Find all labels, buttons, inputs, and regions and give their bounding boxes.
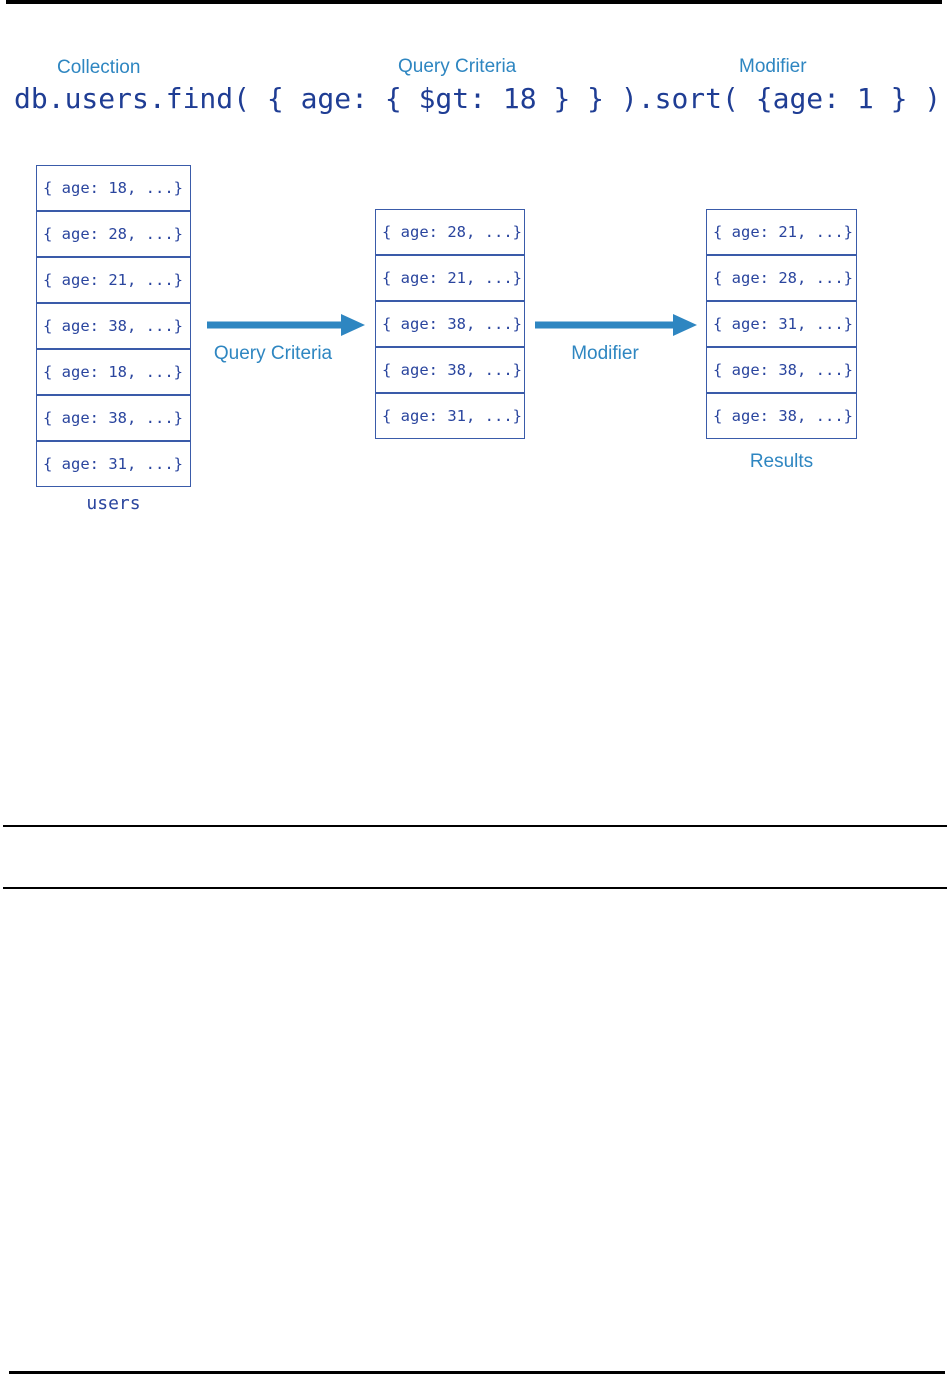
bottom-rule — [9, 1371, 945, 1374]
divider-rule-upper — [3, 825, 947, 827]
document-row: { age: 18, ...} — [36, 349, 191, 395]
document-row: { age: 31, ...} — [706, 301, 857, 347]
document-row: { age: 31, ...} — [375, 393, 525, 439]
users-collection-box: { age: 18, ...} { age: 28, ...} { age: 2… — [36, 165, 191, 487]
query-code: db.users.find( { age: { $gt: 18 } } ).so… — [14, 82, 942, 115]
document-row: { age: 31, ...} — [36, 441, 191, 487]
divider-rule-lower — [3, 887, 947, 889]
users-caption: users — [86, 493, 141, 514]
document-row: { age: 28, ...} — [375, 209, 525, 255]
results-caption: Results — [749, 451, 814, 472]
results-box: { age: 21, ...} { age: 28, ...} { age: 3… — [706, 209, 857, 439]
filtered-documents-box: { age: 28, ...} { age: 21, ...} { age: 3… — [375, 209, 525, 439]
document-row: { age: 21, ...} — [706, 209, 857, 255]
document-row: { age: 38, ...} — [706, 393, 857, 439]
document-row: { age: 18, ...} — [36, 165, 191, 211]
query-criteria-arrow-right-icon — [205, 308, 371, 342]
document-row: { age: 28, ...} — [36, 211, 191, 257]
document-row: { age: 38, ...} — [706, 347, 857, 393]
query-criteria-arrow-label: Query Criteria — [213, 343, 333, 364]
document-row: { age: 21, ...} — [36, 257, 191, 303]
document-row: { age: 38, ...} — [375, 347, 525, 393]
document-row: { age: 21, ...} — [375, 255, 525, 301]
query-criteria-label: Query Criteria — [398, 56, 517, 77]
modifier-arrow-right-icon — [533, 308, 699, 342]
modifier-arrow-label: Modifier — [571, 343, 639, 364]
top-rule — [6, 0, 942, 4]
document-row: { age: 38, ...} — [36, 303, 191, 349]
collection-label: Collection — [57, 57, 141, 78]
modifier-label: Modifier — [739, 56, 807, 77]
document-row: { age: 38, ...} — [36, 395, 191, 441]
document-row: { age: 38, ...} — [375, 301, 525, 347]
document-row: { age: 28, ...} — [706, 255, 857, 301]
